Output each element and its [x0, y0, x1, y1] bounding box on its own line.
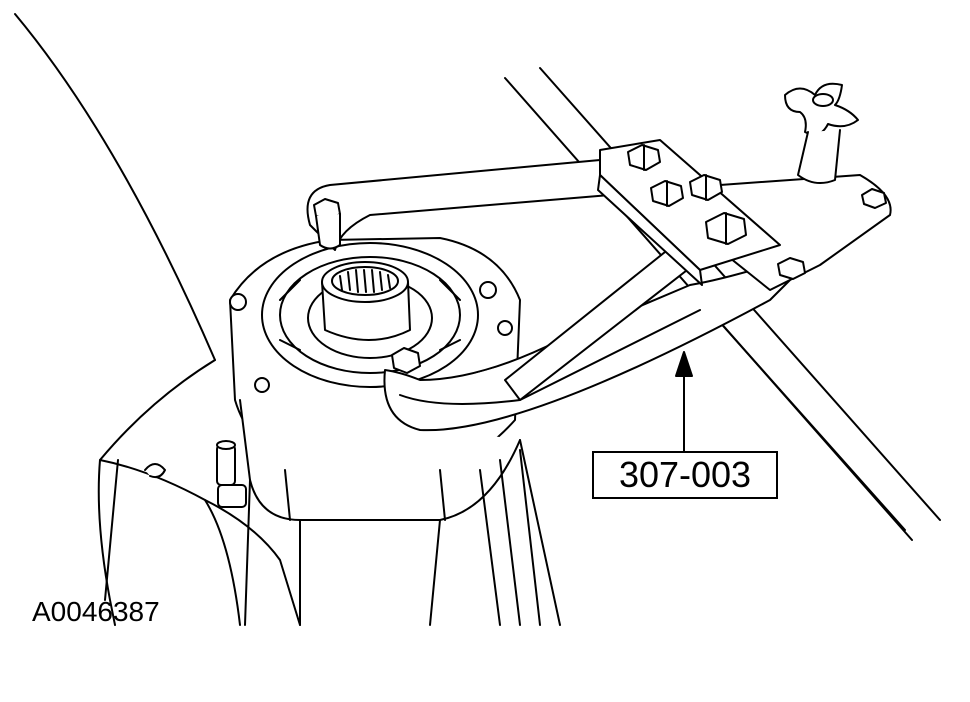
hex-bolt-icon — [391, 347, 421, 374]
hex-bolt-icon — [861, 188, 887, 209]
hex-bolt-icon — [627, 144, 661, 171]
arrow-up-icon — [675, 351, 693, 452]
figure-id: A0046387 — [32, 596, 160, 627]
hex-bolt-icon — [313, 198, 341, 250]
hex-bolt-icon — [777, 257, 806, 280]
tool-callout-box: 307-003 — [592, 451, 778, 499]
figure-id-leader — [104, 459, 119, 601]
hex-bolt-icon — [705, 212, 747, 245]
tool-callout-label: 307-003 — [618, 454, 752, 495]
hex-bolts — [313, 144, 887, 374]
tool-arm-307-003 — [306, 139, 892, 432]
hex-bolt-icon — [689, 174, 723, 201]
splined-shaft-icon — [321, 261, 411, 341]
hex-bolt-icon — [650, 180, 684, 207]
star-knob-icon — [784, 82, 859, 185]
